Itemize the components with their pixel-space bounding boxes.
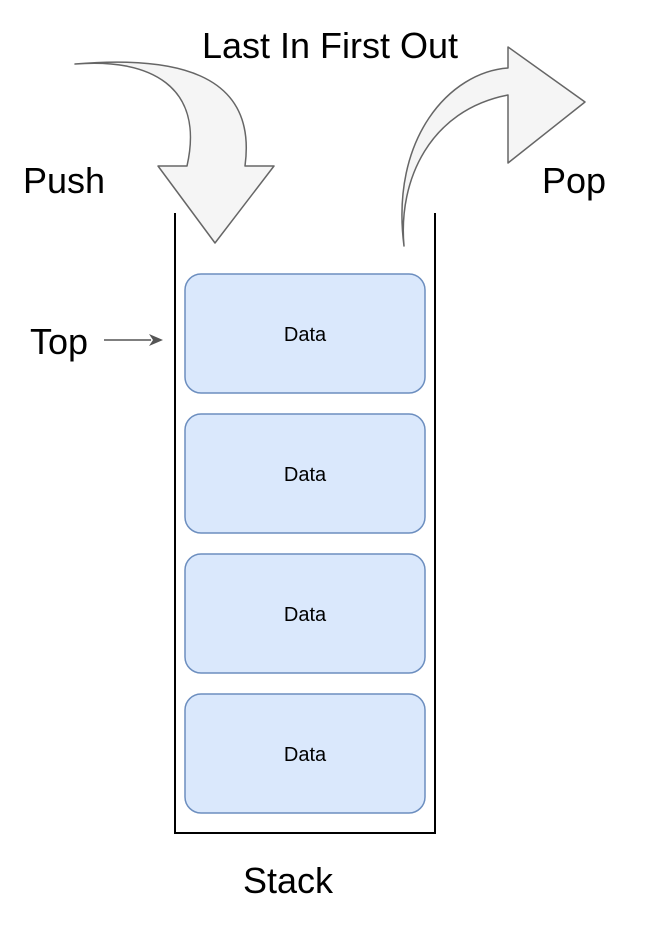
stack-item: Data — [184, 693, 426, 814]
stack-label: Stack — [243, 860, 334, 901]
stack-item-box — [184, 553, 426, 674]
pop-arrow-icon — [401, 46, 586, 247]
top-label: Top — [30, 321, 88, 362]
stack-item: Data — [184, 553, 426, 674]
stack-container — [174, 213, 436, 834]
push-arrow-icon — [74, 61, 275, 244]
stack-item-box — [184, 693, 426, 814]
pop-label: Pop — [542, 160, 606, 201]
stack-item-label: Data — [284, 604, 327, 626]
diagram-title: Last In First Out — [202, 25, 458, 66]
stack-item-label: Data — [284, 324, 327, 346]
stack-item-label: Data — [284, 744, 327, 766]
stack-item-box — [184, 413, 426, 534]
push-label: Push — [23, 160, 105, 201]
top-pointer-arrowhead-icon — [149, 334, 163, 346]
stack-item: Data — [184, 413, 426, 534]
stack-item: Data — [184, 273, 426, 394]
stack-item-box — [184, 273, 426, 394]
stack-item-label: Data — [284, 464, 327, 486]
